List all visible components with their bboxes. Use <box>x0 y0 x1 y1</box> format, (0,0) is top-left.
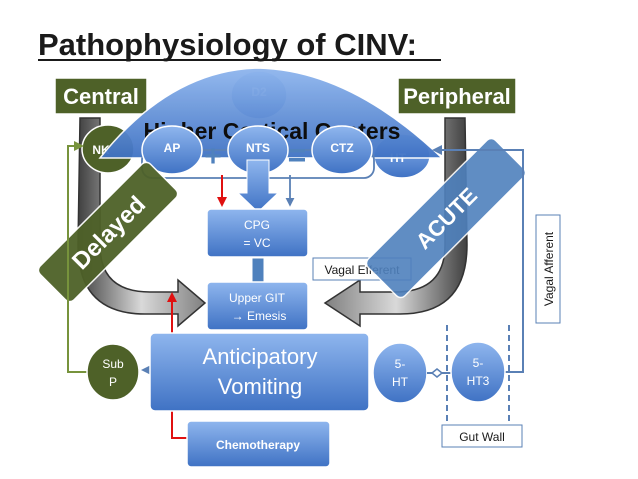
plus-sign: + <box>204 140 222 173</box>
five-ht-node <box>372 342 428 404</box>
anticipatory-line2: Vomiting <box>218 374 302 399</box>
sub-p-line1: Sub <box>102 357 124 371</box>
cpg-line1: CPG <box>244 218 270 232</box>
ctz-label: CTZ <box>330 141 353 155</box>
peripheral-label: Peripheral <box>403 84 511 109</box>
upper-git-line2: → Emesis <box>232 309 287 323</box>
peripheral-gray-arrow <box>323 117 468 328</box>
ctz-node <box>311 125 373 175</box>
nts-label: NTS <box>246 141 270 155</box>
gut-wall-box <box>441 424 523 448</box>
central-banner <box>54 77 148 115</box>
vagal-afferent-label: Vagal Afferent <box>542 231 556 306</box>
vagal-afferent-box <box>535 214 561 324</box>
vagal-afferent-line <box>432 145 524 373</box>
page-title: Pathophysiology of CINV: <box>38 27 417 62</box>
cpg-line2: = VC <box>243 236 270 250</box>
anticipatory-line1: Anticipatory <box>203 344 318 369</box>
five-ht-line2: HT <box>392 375 409 389</box>
anticipatory-box <box>149 332 370 412</box>
gut-wall-label: Gut Wall <box>459 430 505 444</box>
upper-git-line1: Upper GIT <box>229 291 286 305</box>
nts-to-cpg-arrow <box>236 159 280 213</box>
five-ht3-node <box>450 341 506 403</box>
sub-p-green-line <box>67 141 88 373</box>
connector-diamond <box>430 368 444 378</box>
peripheral-banner <box>397 77 517 115</box>
upper-git-box <box>206 281 309 331</box>
five-ht3-line2: HT3 <box>467 374 490 388</box>
ap-node <box>141 125 203 175</box>
chemotherapy-label: Chemotherapy <box>216 438 300 452</box>
cpg-box <box>206 208 309 258</box>
central-label: Central <box>63 84 139 109</box>
five-ht3-line1: 5- <box>473 356 484 370</box>
chemotherapy-box <box>186 420 331 468</box>
ap-label: AP <box>164 141 181 155</box>
equals-sign: = <box>288 137 307 173</box>
sub-p-node <box>86 343 140 401</box>
sub-p-line2: P <box>109 375 117 389</box>
five-ht-line1: 5- <box>395 357 406 371</box>
